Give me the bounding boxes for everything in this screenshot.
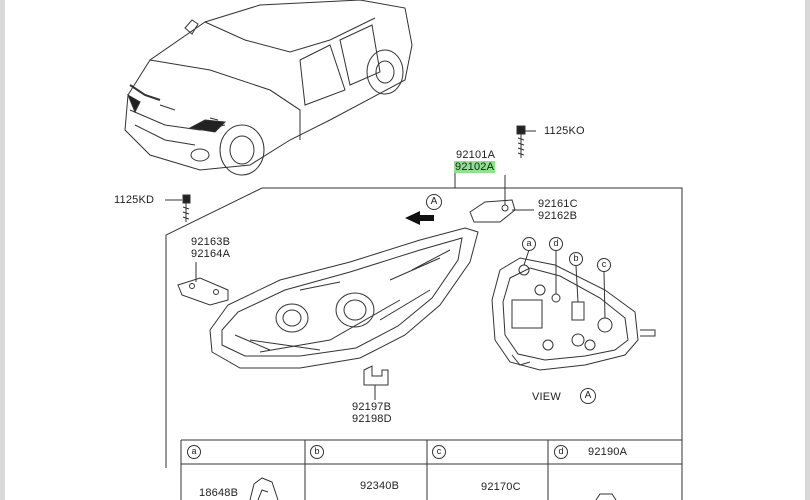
bracket-92163b-drawing [177,277,229,306]
label-92161c: 92161C [538,198,578,210]
label-92198d: 92198D [352,413,392,425]
table-header-ref-d: d [554,445,568,459]
label-1125kd: 1125KD [114,194,155,206]
bulb-ref-a: a [522,237,536,251]
table-header-ref-c: c [432,445,446,459]
label-92162b: 92162B [538,210,578,222]
label-92163b: 92163B [191,236,231,248]
bolt-1125ko-drawing [516,125,526,158]
bracket-92197b-drawing [363,365,389,386]
bracket-92161c-drawing [469,199,516,223]
direction-arrow [405,211,434,225]
bulb-table-grid [180,439,683,500]
bulb-ref-d: d [549,237,563,251]
table-cell-a: 18648B [199,487,239,499]
left-border [0,0,5,500]
view-label: VIEW [532,391,561,403]
table-header-ref-a: a [187,445,201,459]
assembly-frame [165,187,683,468]
label-92197b: 92197B [352,401,392,413]
table-header-ref-b: b [310,445,324,459]
view-a-marker: A [426,194,442,210]
table-cell-b: 92340B [360,480,400,492]
label-1125ko: 1125KO [544,125,585,137]
bulb-ref-b: b [569,252,583,266]
label-92164a: 92164A [191,248,231,260]
table-header-part-d: 92190A [588,446,628,458]
right-border [805,0,810,500]
bolt-1125kd-drawing [182,194,191,222]
bulb-ref-c: c [597,258,611,272]
rear-view-drawing [491,249,656,371]
view-ref-circle: A [580,388,596,404]
table-cell-c: 92170C [481,481,521,493]
vehicle-illustration [124,0,413,176]
headlamp-drawing [209,227,479,369]
label-92101a: 92101A [456,149,496,161]
label-92102a-highlighted[interactable]: 92102A [454,161,496,173]
